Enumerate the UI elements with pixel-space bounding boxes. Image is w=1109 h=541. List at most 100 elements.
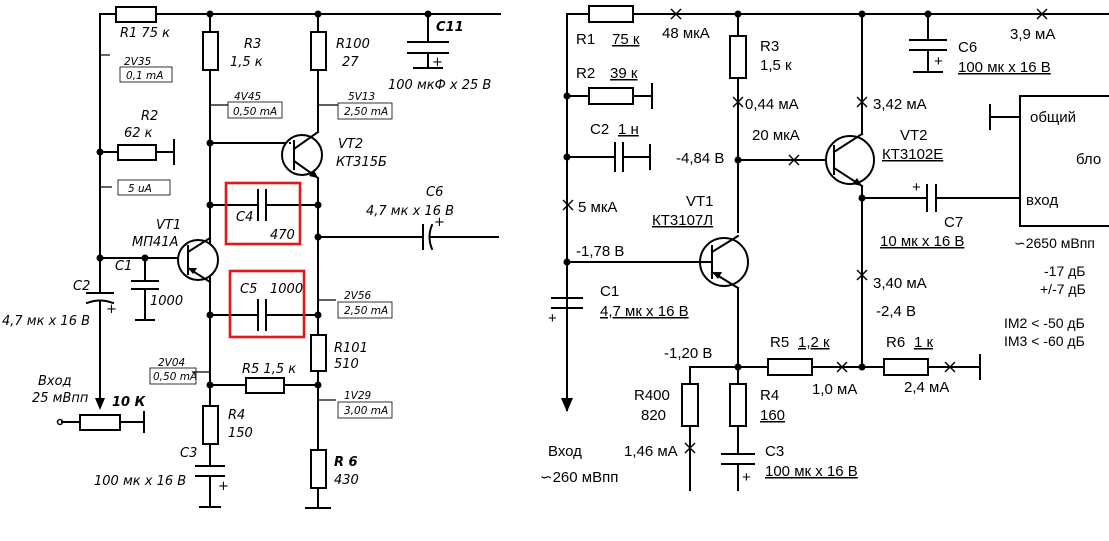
- right-r3-value: 1,5 к: [760, 57, 792, 74]
- right-r1-label: R1: [576, 31, 595, 48]
- left-v-5v13: 5V13: [348, 91, 375, 103]
- left-r6-value: 430: [334, 473, 359, 488]
- svg-text:+: +: [218, 479, 229, 494]
- right-c1-value: 4,7 мк x 16 В: [600, 303, 689, 320]
- right-i-146ma: 1,46 мА: [624, 443, 678, 460]
- left-r4-label: R4: [228, 408, 245, 423]
- left-c11-value: 100 мкФ x 25 В: [388, 78, 491, 93]
- left-c1-value: 1000: [150, 294, 183, 309]
- right-db2: +/-7 дБ: [1040, 281, 1086, 297]
- right-i-20ua: 20 мкА: [752, 127, 800, 144]
- left-r2-resistor: [117, 144, 157, 161]
- left-i-250ma-a: 2,50 mA: [344, 106, 388, 118]
- left-r4-resistor: [202, 405, 219, 445]
- left-r3-resistor: [202, 31, 219, 71]
- left-v-2v35: 2V35: [124, 56, 152, 68]
- left-i-5ua: 5 uA: [128, 183, 152, 195]
- left-c1-label: C1: [115, 259, 132, 274]
- right-block-common: общий: [1030, 109, 1076, 126]
- left-r1-label: R1 75 к: [120, 26, 170, 41]
- right-i-39ma: 3,9 мА: [1010, 26, 1055, 43]
- right-r400-value: 820: [641, 407, 666, 424]
- right-vt1-label: VT1: [686, 193, 714, 210]
- left-c3-value: 100 мк x 16 В: [94, 474, 186, 489]
- right-i-5ua: 5 мкА: [578, 199, 617, 216]
- right-i-10ma: 1,0 мА: [812, 381, 857, 398]
- left-input-label: Вход: [38, 374, 72, 389]
- left-r2-value: 62 к: [124, 126, 153, 141]
- right-vt1-type: КТ3107Л: [652, 212, 713, 229]
- right-r1-resistor: [588, 5, 634, 23]
- left-c4-value: 470: [270, 228, 295, 243]
- left-c3-label: C3: [180, 446, 197, 461]
- left-c5-label: C5: [240, 282, 257, 297]
- left-i-050ma-a: 0,50 mA: [233, 106, 277, 118]
- right-i-340ma: 3,40 мА: [873, 275, 927, 292]
- right-v-m120: -1,20 В: [664, 345, 712, 362]
- left-i-300ma: 3,00 mA: [344, 405, 388, 417]
- left-v-1v29: 1V29: [344, 390, 372, 402]
- right-r6-value: 1 к: [914, 334, 934, 351]
- right-schematic: R1 75 к 48 мкА R2 39 к C2 1 н 5 мкА -1,7…: [540, 5, 1109, 491]
- right-i-24ma: 2,4 мА: [904, 379, 949, 396]
- right-r3-label: R3: [760, 38, 779, 55]
- right-level-out: ∽2650 мВпп: [1014, 235, 1095, 251]
- right-v-m24: -2,4 В: [876, 303, 916, 320]
- left-r101-resistor: [310, 334, 327, 372]
- left-v-4v45: 4V45: [234, 91, 262, 103]
- right-r4-label: R4: [760, 387, 779, 404]
- left-v-2v04: 2V04: [158, 357, 185, 369]
- left-r5-resistor: [245, 377, 285, 394]
- left-c2-value: 4,7 мк x 16 В: [2, 314, 90, 329]
- right-c1-label: C1: [600, 283, 619, 300]
- left-c4-label: C4: [236, 210, 253, 225]
- left-input-level: 25 мВпп: [32, 391, 89, 406]
- right-external-block: [1019, 95, 1109, 227]
- left-r3-label: R3: [244, 37, 261, 52]
- left-r2-label: R2: [141, 109, 158, 124]
- svg-text:+: +: [106, 302, 117, 317]
- right-r400-label: R400: [634, 387, 670, 404]
- left-c4-highlight: [224, 181, 302, 246]
- left-pot: [79, 414, 121, 431]
- svg-text:+: +: [434, 215, 445, 230]
- right-r5-label: R5: [770, 334, 789, 351]
- right-r5-resistor: [767, 358, 813, 376]
- left-r1-resistor: [115, 6, 157, 23]
- left-c6-value: 4,7 мк x 16 В: [366, 204, 454, 219]
- left-r100-resistor: [310, 31, 327, 71]
- right-input-level: ∽260 мВпп: [540, 469, 618, 486]
- right-block-text: бло: [1076, 151, 1101, 168]
- right-vt2-type: КТ3102Е: [882, 146, 943, 163]
- right-c7-value: 10 мк x 16 В: [880, 233, 964, 250]
- right-vt2-label: VT2: [900, 127, 928, 144]
- left-c5-highlight: [228, 269, 306, 339]
- left-vt2-type: КТ315Б: [336, 155, 387, 170]
- left-r3-value: 1,5 к: [230, 55, 263, 70]
- left-vt1-label: VT1: [156, 218, 181, 233]
- right-i-044ma: 0,44 мА: [745, 96, 799, 113]
- left-r101-label: R101: [334, 341, 368, 356]
- left-c5-value: 1000: [270, 282, 303, 297]
- right-r6-resistor: [883, 358, 929, 376]
- right-r3-resistor: [729, 35, 747, 79]
- right-db1: -17 дБ: [1044, 263, 1085, 279]
- svg-text:+: +: [934, 53, 943, 70]
- left-vt1-type: МП41А: [132, 235, 178, 250]
- left-c11-label: C11: [436, 20, 464, 35]
- right-r5-value: 1,2 к: [798, 334, 830, 351]
- right-r400-resistor: [681, 383, 699, 427]
- right-c6-value: 100 мк x 16 В: [958, 59, 1051, 76]
- right-v-m178: -1,78 В: [576, 243, 624, 260]
- svg-text:+: +: [742, 469, 751, 486]
- right-i-48ua: 48 мкА: [662, 25, 710, 42]
- left-i-01ma: 0,1 mA: [126, 70, 163, 82]
- right-v-m484: -4,84 В: [676, 150, 724, 167]
- left-c6-label: C6: [426, 185, 443, 200]
- svg-text:+: +: [548, 310, 557, 327]
- left-r101-value: 510: [334, 357, 359, 372]
- right-im3: IM3 < -60 дБ: [1004, 333, 1085, 349]
- right-c2-label: C2: [590, 121, 609, 138]
- right-c6-label: C6: [958, 39, 977, 56]
